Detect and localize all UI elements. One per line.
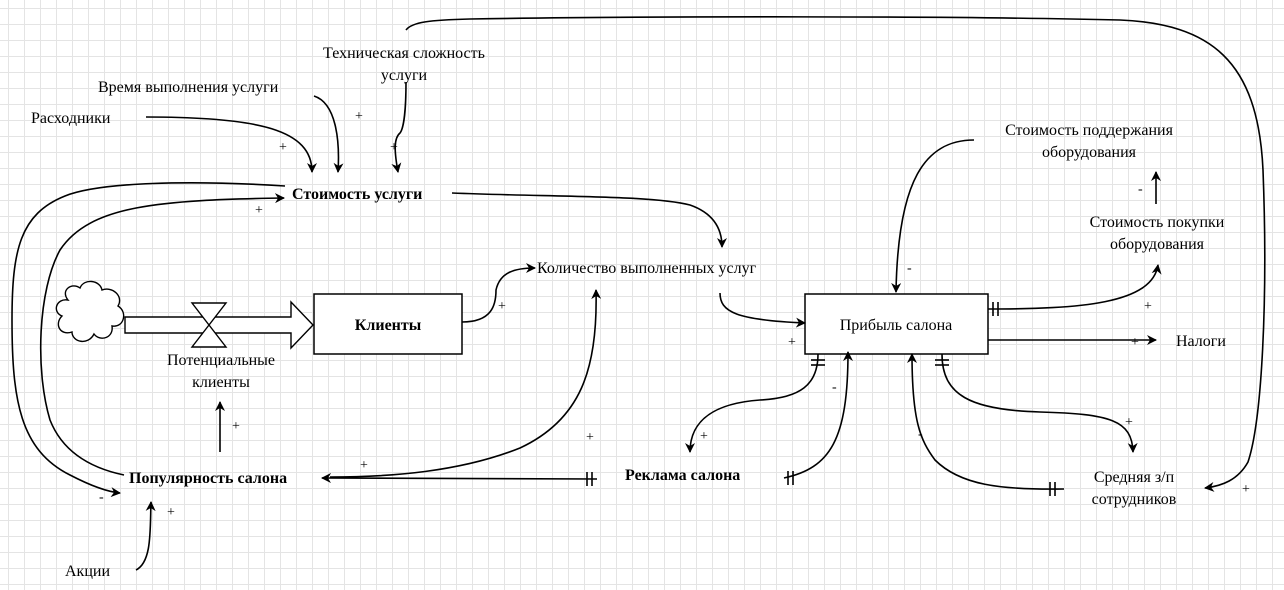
source-cloud-icon bbox=[55, 280, 125, 342]
node-maintenance-cost[interactable]: Стоимость поддержания оборудования bbox=[1005, 122, 1173, 161]
sign-advertising-profit: - bbox=[832, 380, 837, 395]
sign-profit-purchase: + bbox=[1144, 299, 1152, 314]
sign-cost-popularity: - bbox=[99, 490, 104, 505]
node-advertising[interactable]: Реклама салона bbox=[625, 467, 740, 484]
delay-mark-profit-salary bbox=[935, 359, 949, 366]
node-purchase-cost-line1: Стоимость покупки bbox=[1090, 214, 1225, 231]
link-count-profit[interactable] bbox=[719, 292, 806, 328]
link-promotions-popularity[interactable] bbox=[135, 501, 156, 571]
sign-time-cost: + bbox=[355, 109, 363, 124]
link-advertising-profit[interactable] bbox=[783, 351, 853, 479]
sign-profit-taxes: + bbox=[1131, 335, 1139, 350]
node-tech-complexity[interactable]: Техническая сложность услуги bbox=[323, 45, 485, 84]
node-potential-clients[interactable]: Потенциальные клиенты bbox=[167, 352, 275, 391]
link-profit-purchase[interactable] bbox=[987, 264, 1162, 310]
sign-purchase-maintenance: - bbox=[1138, 182, 1143, 197]
delay-mark-profit-purchase bbox=[992, 302, 999, 316]
sign-profit-advertising: + bbox=[700, 429, 708, 444]
node-profit[interactable]: Прибыль салона bbox=[840, 317, 952, 334]
node-tech-complexity-line1: Техническая сложность bbox=[323, 45, 485, 62]
clients-stock-box[interactable] bbox=[313, 293, 463, 355]
link-popularity-count[interactable] bbox=[329, 289, 602, 478]
node-popularity[interactable]: Популярность салона bbox=[129, 470, 287, 487]
link-advertising-popularity[interactable] bbox=[321, 473, 598, 484]
link-clients-count[interactable] bbox=[461, 263, 536, 323]
polarity-signs: + + + + + + + - + + + + - - - + + + - + bbox=[99, 109, 1250, 520]
node-service-time[interactable]: Время выполнения услуги bbox=[98, 79, 279, 96]
link-time-cost[interactable] bbox=[313, 95, 344, 173]
link-consumables-cost[interactable] bbox=[145, 116, 317, 173]
link-maintenance-profit[interactable] bbox=[891, 139, 975, 293]
sign-complexity-cost: + bbox=[390, 140, 398, 155]
sign-popularity-count: + bbox=[586, 430, 594, 445]
node-avg-salary[interactable]: Средняя з/п сотрудников bbox=[1092, 469, 1177, 508]
valve-icon[interactable] bbox=[190, 302, 228, 348]
sign-salary-profit: - bbox=[918, 427, 923, 442]
sign-advertising-popularity: + bbox=[360, 458, 368, 473]
link-popularity-cost[interactable] bbox=[39, 193, 285, 476]
sign-maintenance-profit: - bbox=[907, 261, 912, 276]
link-profit-advertising[interactable] bbox=[685, 353, 819, 453]
delay-mark-profit-advertising bbox=[811, 359, 825, 366]
node-avg-salary-line2: сотрудников bbox=[1092, 491, 1177, 508]
node-avg-salary-line1: Средняя з/п bbox=[1094, 469, 1175, 486]
link-complexity-cost[interactable] bbox=[391, 81, 407, 173]
node-potential-clients-line2: клиенты bbox=[192, 374, 250, 391]
node-maintenance-cost-line1: Стоимость поддержания bbox=[1005, 122, 1173, 139]
sign-popularity-potential: + bbox=[232, 419, 240, 434]
delay-mark-advertising-popularity bbox=[586, 472, 593, 486]
node-clients[interactable]: Клиенты bbox=[355, 317, 422, 334]
link-cost-popularity[interactable] bbox=[11, 182, 286, 498]
link-cost-count[interactable] bbox=[451, 192, 727, 248]
node-taxes[interactable]: Налоги bbox=[1176, 333, 1226, 350]
delay-marks bbox=[586, 302, 1056, 496]
node-promotions[interactable]: Акции bbox=[65, 563, 110, 580]
node-consumables[interactable]: Расходники bbox=[31, 110, 111, 127]
node-potential-clients-line1: Потенциальные bbox=[167, 352, 275, 369]
link-complexity-salary[interactable] bbox=[405, 16, 1266, 492]
cloud-icon bbox=[55, 280, 125, 342]
node-service-cost[interactable]: Стоимость услуги bbox=[292, 186, 422, 203]
sign-count-profit: + bbox=[788, 335, 796, 350]
node-services-count[interactable]: Количество выполненных услуг bbox=[537, 260, 757, 277]
sign-consumables-cost: + bbox=[279, 140, 287, 155]
sign-popularity-cost: + bbox=[255, 203, 263, 218]
link-profit-salary[interactable] bbox=[941, 353, 1138, 453]
sign-complexity-salary: + bbox=[1242, 482, 1250, 497]
inflow-pipe[interactable] bbox=[124, 300, 314, 350]
node-labels: Расходники Время выполнения услуги Техни… bbox=[31, 45, 1226, 580]
node-tech-complexity-line2: услуги bbox=[381, 67, 428, 84]
delay-mark-salary-profit bbox=[1049, 482, 1056, 496]
sign-clients-count: + bbox=[498, 299, 506, 314]
node-purchase-cost-line2: оборудования bbox=[1110, 236, 1205, 253]
node-maintenance-cost-line2: оборудования bbox=[1042, 144, 1137, 161]
sign-promotions-popularity: + bbox=[167, 505, 175, 520]
links bbox=[11, 16, 1266, 571]
link-salary-profit[interactable] bbox=[907, 353, 1065, 490]
delay-mark-advertising-profit bbox=[787, 471, 794, 485]
sign-profit-salary: + bbox=[1125, 415, 1133, 430]
node-purchase-cost[interactable]: Стоимость покупки оборудования bbox=[1090, 214, 1225, 253]
